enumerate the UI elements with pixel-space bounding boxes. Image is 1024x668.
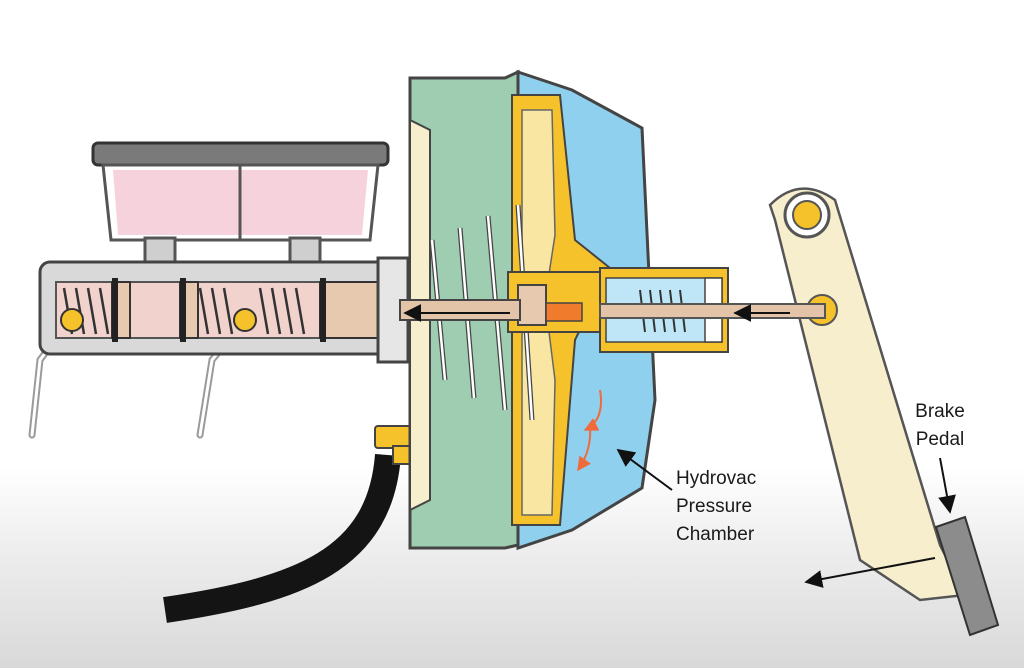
fluid-reservoir xyxy=(91,141,390,274)
airflow-arrows xyxy=(577,389,602,472)
hydrovac-pressure-chamber-label: Hydrovac Pressure Chamber xyxy=(676,465,776,549)
vacuum-hose xyxy=(163,425,432,623)
label-line: Brake xyxy=(915,401,965,422)
label-arrows xyxy=(616,448,956,588)
brake-pedal-label: Brake Pedal xyxy=(906,398,974,454)
label-line: Pressure xyxy=(676,496,753,517)
label-line: Pedal xyxy=(915,429,965,450)
brake-pedal-lever xyxy=(599,187,1000,637)
label-line: Hydrovac xyxy=(676,468,757,489)
brake-booster xyxy=(399,69,729,551)
label-line: Chamber xyxy=(676,524,755,545)
master-cylinder xyxy=(38,256,410,364)
